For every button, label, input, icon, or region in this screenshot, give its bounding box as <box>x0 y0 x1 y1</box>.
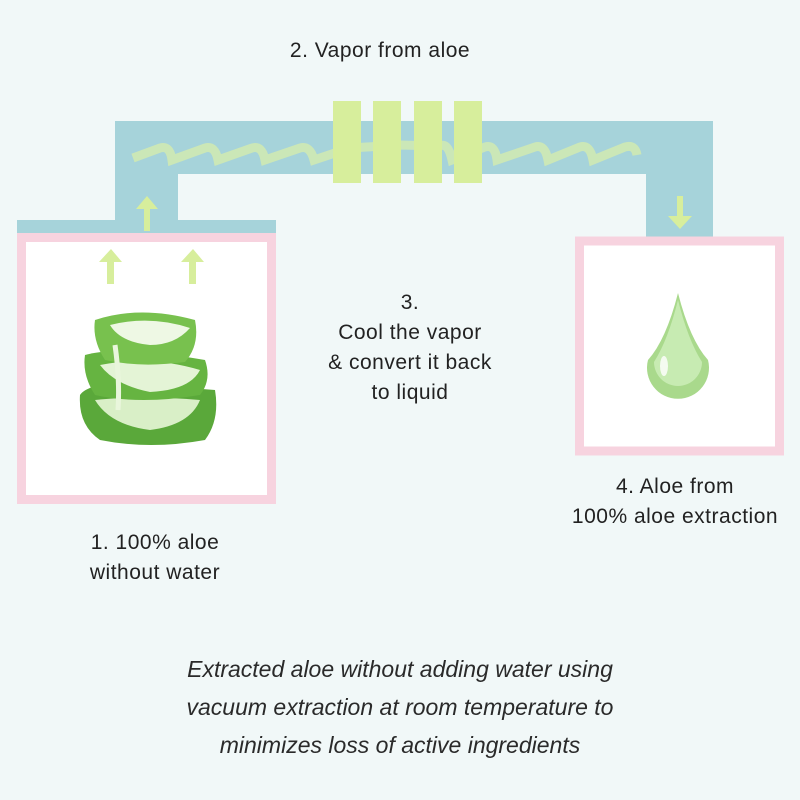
step-1-line: without water <box>89 561 221 584</box>
step-4-line: 4. Aloe from <box>615 475 735 498</box>
step-3-line: to liquid <box>371 381 449 404</box>
step-3-line: Cool the vapor <box>338 321 482 344</box>
step-1-line: 1. 100% aloe <box>90 531 220 554</box>
down-arrow-icon <box>668 196 692 229</box>
condenser <box>333 101 482 183</box>
caption-line: vacuum extraction at room temperature to <box>186 694 614 720</box>
droplet-icon <box>647 293 709 399</box>
aloe-image <box>79 312 217 445</box>
step-1-label: 1. 100% aloe without water <box>0 528 310 588</box>
up-arrow-icon <box>99 196 204 284</box>
step-3-line: & convert it back <box>328 351 492 374</box>
vapor-wave <box>131 140 642 167</box>
step-4-line: 100% aloe extraction <box>571 505 779 528</box>
step-3-number: 3. <box>400 291 420 314</box>
step-4-label: 4. Aloe from 100% aloe extraction <box>530 472 800 532</box>
caption-line: Extracted aloe without adding water usin… <box>187 656 613 682</box>
caption-line: minimizes loss of active ingredients <box>219 732 581 758</box>
caption: Extracted aloe without adding water usin… <box>0 650 800 764</box>
pipe <box>17 121 713 239</box>
step-2-label: 2. Vapor from aloe <box>289 39 471 62</box>
step-3-label: 3. Cool the vapor & convert it back to l… <box>270 288 550 408</box>
